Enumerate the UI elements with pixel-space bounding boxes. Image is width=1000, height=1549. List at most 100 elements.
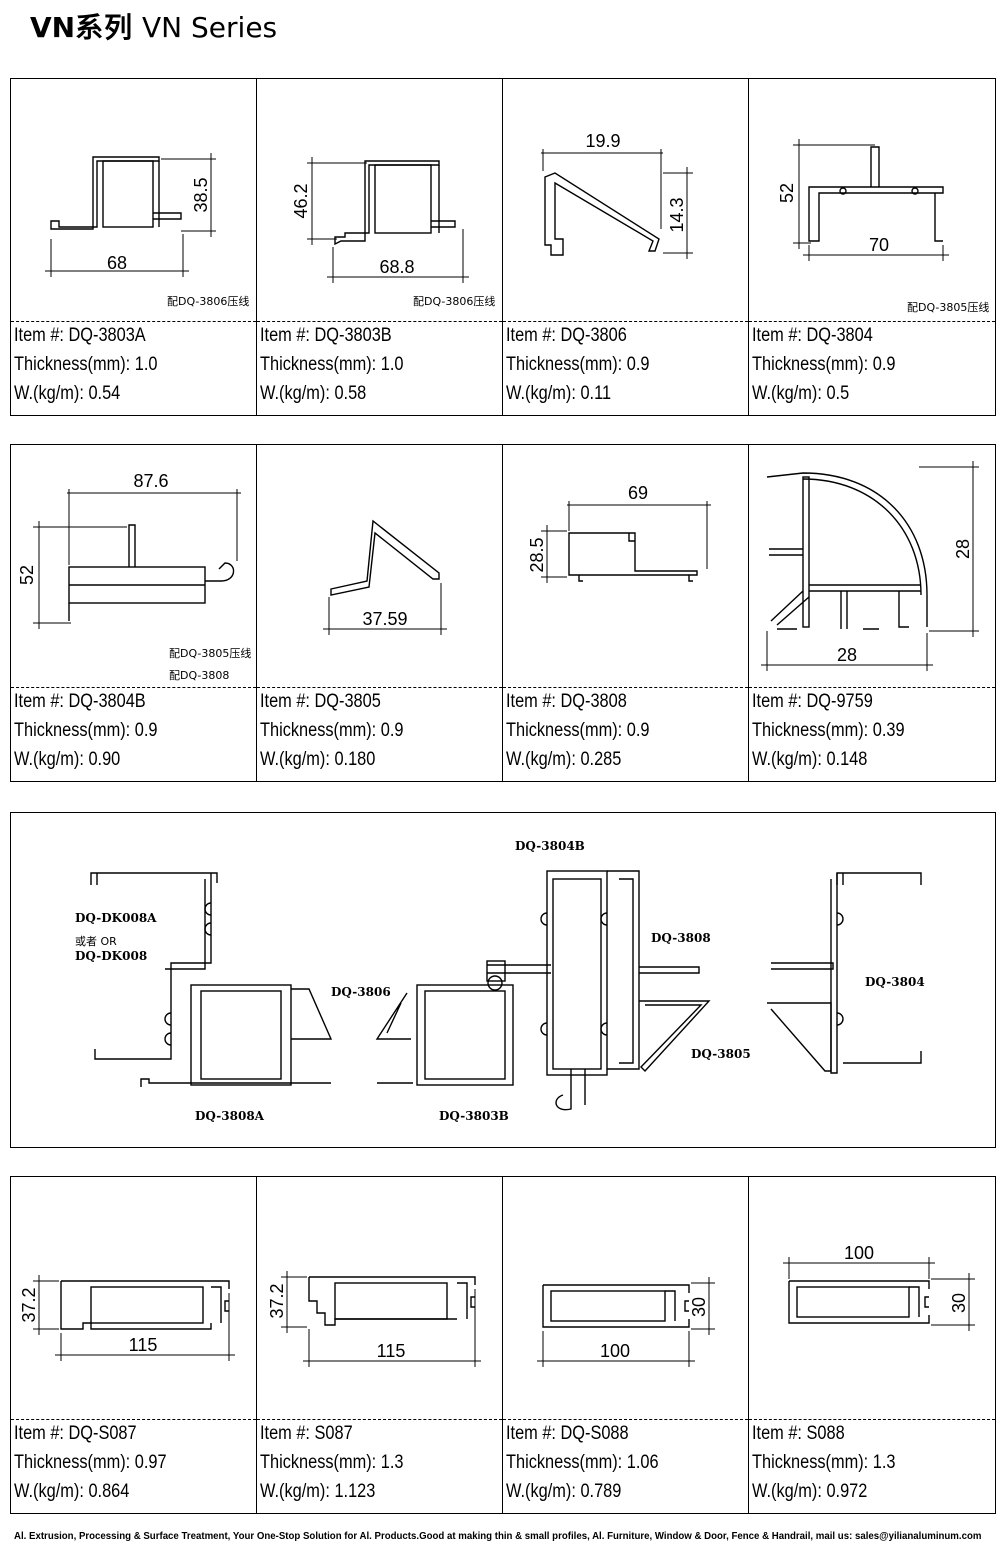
thickness-value: 1.0 [380,354,404,375]
thickness-value: 1.3 [380,1452,404,1473]
item-number: S087 [314,1423,353,1444]
spec-block: Item #: DQ-9759 Thickness(mm): 0.39 W.(k… [749,687,995,781]
dim-label: 37.2 [267,1283,287,1318]
profile-note: 配DQ-3806压线 [413,295,496,308]
dim-label: 100 [600,1341,630,1361]
profile-cell-dq-3803a: 38.5 68 配DQ-3806压线 Item #: DQ-3803A Thic… [11,79,257,415]
dim-label: 28 [953,539,973,559]
profile-row-3: 37.2 115 Item #: DQ-S087 Thickness(mm): … [10,1176,996,1514]
profile-note: 配DQ-3806压线 [167,295,250,308]
profile-note: 配DQ-3805压线 [169,647,252,660]
label-3805: DQ-3805 [691,1047,751,1061]
weight-value: 0.285 [580,749,622,770]
item-number: DQ-3804B [68,691,146,712]
profile-drawing-dq-3804b: 87.6 52 [17,471,241,629]
dim-label: 68.8 [379,257,414,277]
profile-cell-dq-s087: 37.2 115 Item #: DQ-S087 Thickness(mm): … [11,1177,257,1513]
dim-label: 68 [107,253,127,273]
profile-row-2: 87.6 52 配DQ-3805压线 配DQ-3808 Item #: DQ-3… [10,444,996,782]
thickness-value: 0.9 [626,354,650,375]
spec-block: Item #: DQ-3806 Thickness(mm): 0.9 W.(kg… [503,321,748,415]
item-number: DQ-S088 [560,1423,629,1444]
label-dk008a: DQ-DK008A [75,911,157,925]
label-3804: DQ-3804 [865,975,925,989]
dim-label: 46.2 [291,183,311,218]
profile-note: 配DQ-3808 [169,669,230,682]
profile-cell-dq-3806: 19.9 14.3 Item #: DQ-3806 Thickness(mm):… [503,79,749,415]
item-number: DQ-3808 [560,691,627,712]
dim-label: 115 [129,1335,158,1355]
dim-label: 100 [844,1243,874,1263]
series-cn: 系列 [75,11,134,44]
weight-value: 1.123 [334,1481,376,1502]
label-3803b: DQ-3803B [439,1109,509,1123]
dim-label: 30 [689,1297,709,1317]
dim-label: 19.9 [585,131,620,151]
thickness-value: 1.0 [134,354,158,375]
profile-cell-dq-3808: 69 28.5 Item #: DQ-3808 Thickness(mm): 0… [503,445,749,781]
item-number: DQ-3804 [806,325,873,346]
weight-value: 0.58 [334,383,367,404]
profile-drawing-dq-9759: 28 28 [761,461,979,671]
label-3804b: DQ-3804B [515,839,585,853]
profile-cell-dq-9759: 28 28 Item #: DQ-9759 Thickness(mm): 0.3… [749,445,995,781]
label-dk008: DQ-DK008 [75,949,148,963]
profile-cell-dq-3805: 37.59 Item #: DQ-3805 Thickness(mm): 0.9… [257,445,503,781]
dim-label: 38.5 [191,177,211,212]
profile-drawing-s088: 100 30 [783,1243,975,1331]
dim-label: 52 [777,183,797,203]
label-3808a: DQ-3808A [195,1109,264,1123]
profile-drawing-s087: 37.2 115 [267,1271,481,1367]
spec-block: Item #: DQ-3804 Thickness(mm): 0.9 W.(kg… [749,321,995,415]
weight-value: 0.11 [580,383,612,404]
item-number: S088 [806,1423,845,1444]
dim-label: 14.3 [667,197,687,232]
spec-block: Item #: DQ-S087 Thickness(mm): 0.97 W.(k… [11,1419,256,1513]
profile-cell-dq-3803b: 46.2 68.8 配DQ-3806压线 Item #: DQ-3803B Th… [257,79,503,415]
weight-value: 0.972 [826,1481,868,1502]
weight-value: 0.5 [826,383,850,404]
profile-row-1: 38.5 68 配DQ-3806压线 Item #: DQ-3803A Thic… [10,78,996,416]
weight-value: 0.180 [334,749,376,770]
profile-cell-s088: 100 30 Item #: S088 Thickness(mm): 1.3 W… [749,1177,995,1513]
profile-cell-dq-s088: 30 100 Item #: DQ-S088 Thickness(mm): 1.… [503,1177,749,1513]
item-number: DQ-3805 [314,691,381,712]
spec-block: Item #: DQ-3803A Thickness(mm): 1.0 W.(k… [11,321,256,415]
footer-text: Al. Extrusion, Processing & Surface Trea… [14,1530,982,1542]
label-3808: DQ-3808 [651,931,711,945]
item-number: DQ-3806 [560,325,627,346]
weight-value: 0.864 [88,1481,130,1502]
dim-label: 87.6 [133,471,168,491]
dim-label: 37.59 [362,609,407,629]
dim-label: 28.5 [527,537,547,572]
thickness-value: 0.97 [134,1452,167,1473]
spec-block: Item #: DQ-3803B Thickness(mm): 1.0 W.(k… [257,321,502,415]
label-3806: DQ-3806 [331,985,391,999]
dim-label: 37.2 [19,1287,39,1322]
series-code: VN [30,11,76,44]
profile-cell-dq-3804b: 87.6 52 配DQ-3805压线 配DQ-3808 Item #: DQ-3… [11,445,257,781]
item-number: DQ-3803B [314,325,392,346]
spec-block: Item #: DQ-3805 Thickness(mm): 0.9 W.(kg… [257,687,502,781]
thickness-value: 0.9 [134,720,158,741]
thickness-value: 0.39 [872,720,905,741]
page-title: VN系列 VN Series [30,6,277,46]
spec-block: Item #: S088 Thickness(mm): 1.3 W.(kg/m)… [749,1419,995,1513]
profile-cell-s087: 37.2 115 Item #: S087 Thickness(mm): 1.3… [257,1177,503,1513]
weight-value: 0.54 [88,383,121,404]
spec-block: Item #: DQ-3808 Thickness(mm): 0.9 W.(kg… [503,687,748,781]
dim-label: 30 [949,1293,969,1313]
profile-drawing-dq-3805: 37.59 [323,519,447,635]
thickness-value: 1.06 [626,1452,659,1473]
thickness-value: 0.9 [872,354,896,375]
dim-label: 28 [837,645,857,665]
dim-label: 69 [628,483,648,503]
profile-note: 配DQ-3805压线 [907,301,990,314]
profile-drawing-dq-3804: 52 70 [777,139,949,261]
profile-cell-dq-3804: 52 70 配DQ-3805压线 Item #: DQ-3804 Thickne… [749,79,995,415]
dim-label: 52 [17,565,37,585]
dim-label: 70 [869,235,889,255]
dim-label: 115 [377,1341,406,1361]
weight-value: 0.789 [580,1481,622,1502]
profile-drawing-dq-s087: 37.2 115 [19,1275,235,1361]
